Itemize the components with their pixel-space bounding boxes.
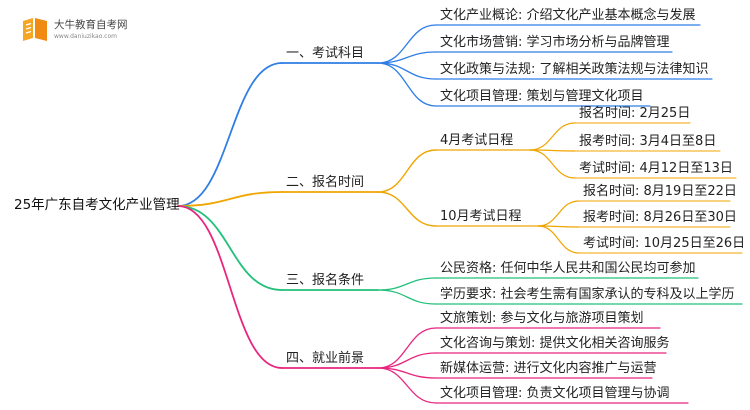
leaf-schedule: 报考时间: 3月4日至8日 <box>579 134 717 149</box>
root-topic: 25年广东自考文化产业管理 <box>14 197 180 213</box>
leaf-subject: 文化政策与法规: 了解相关政策法规与法律知识 <box>440 62 709 77</box>
leaf-career: 文化咨询与策划: 提供文化相关咨询服务 <box>440 336 670 351</box>
branch-requirements: 三、报名条件 <box>286 273 365 288</box>
connector-line <box>377 62 437 80</box>
connector-line <box>177 205 283 291</box>
connector-line <box>377 62 437 107</box>
group-april-schedule: 4月考试日程 <box>440 133 514 148</box>
connector-line <box>177 205 283 369</box>
book-logo-icon <box>23 18 47 41</box>
brand-url: www.daniuzikao.com <box>54 33 117 40</box>
connector-line <box>377 277 437 291</box>
branch-exam-subjects: 一、考试科目 <box>286 46 365 61</box>
leaf-requirement: 公民资格: 任何中华人民共和国公民均可参加 <box>440 261 696 276</box>
leaf-career: 新媒体运营: 进行文化内容推广与运营 <box>440 361 657 376</box>
connector-line <box>177 191 283 207</box>
leaf-career: 文旅策划: 参与文化与旅游项目策划 <box>440 311 644 326</box>
connector-line <box>177 62 283 207</box>
connector-line <box>537 200 580 227</box>
leaf-career: 文化项目管理: 负责文化项目管理与协调 <box>440 386 670 401</box>
connector-line <box>377 191 437 227</box>
connector-line <box>529 149 576 179</box>
leaf-subject: 文化产业概论: 介绍文化产业基本概念与发展 <box>440 8 696 23</box>
connector-line <box>377 289 437 305</box>
leaf-schedule: 考试时间: 4月12日至13日 <box>579 161 733 176</box>
connector-line <box>377 367 437 404</box>
connector-line <box>377 51 437 64</box>
connector-line <box>377 24 437 64</box>
connector-line <box>377 352 437 369</box>
leaf-schedule: 报名时间: 8月19日至22日 <box>583 184 737 199</box>
leaf-requirement: 学历要求: 社会考生需有国家承认的专科及以上学历 <box>440 287 735 302</box>
connector-line <box>537 225 580 254</box>
branch-career-prospects: 四、就业前景 <box>286 351 365 366</box>
leaf-schedule: 报考时间: 8月26日至30日 <box>583 210 737 225</box>
connector-line <box>529 122 576 151</box>
brand-name: 大牛教育自考网 <box>54 19 128 31</box>
leaf-schedule: 考试时间: 10月25日至26日 <box>583 236 746 251</box>
branch-registration-time: 二、报名时间 <box>286 175 365 190</box>
connector-line <box>377 149 437 193</box>
leaf-subject: 文化市场营销: 学习市场分析与品牌管理 <box>440 35 670 50</box>
leaf-subject: 文化项目管理: 策划与管理文化项目 <box>440 89 644 104</box>
connector-line <box>377 327 437 369</box>
group-october-schedule: 10月考试日程 <box>440 209 522 224</box>
leaf-schedule: 报名时间: 2月25日 <box>579 106 691 121</box>
